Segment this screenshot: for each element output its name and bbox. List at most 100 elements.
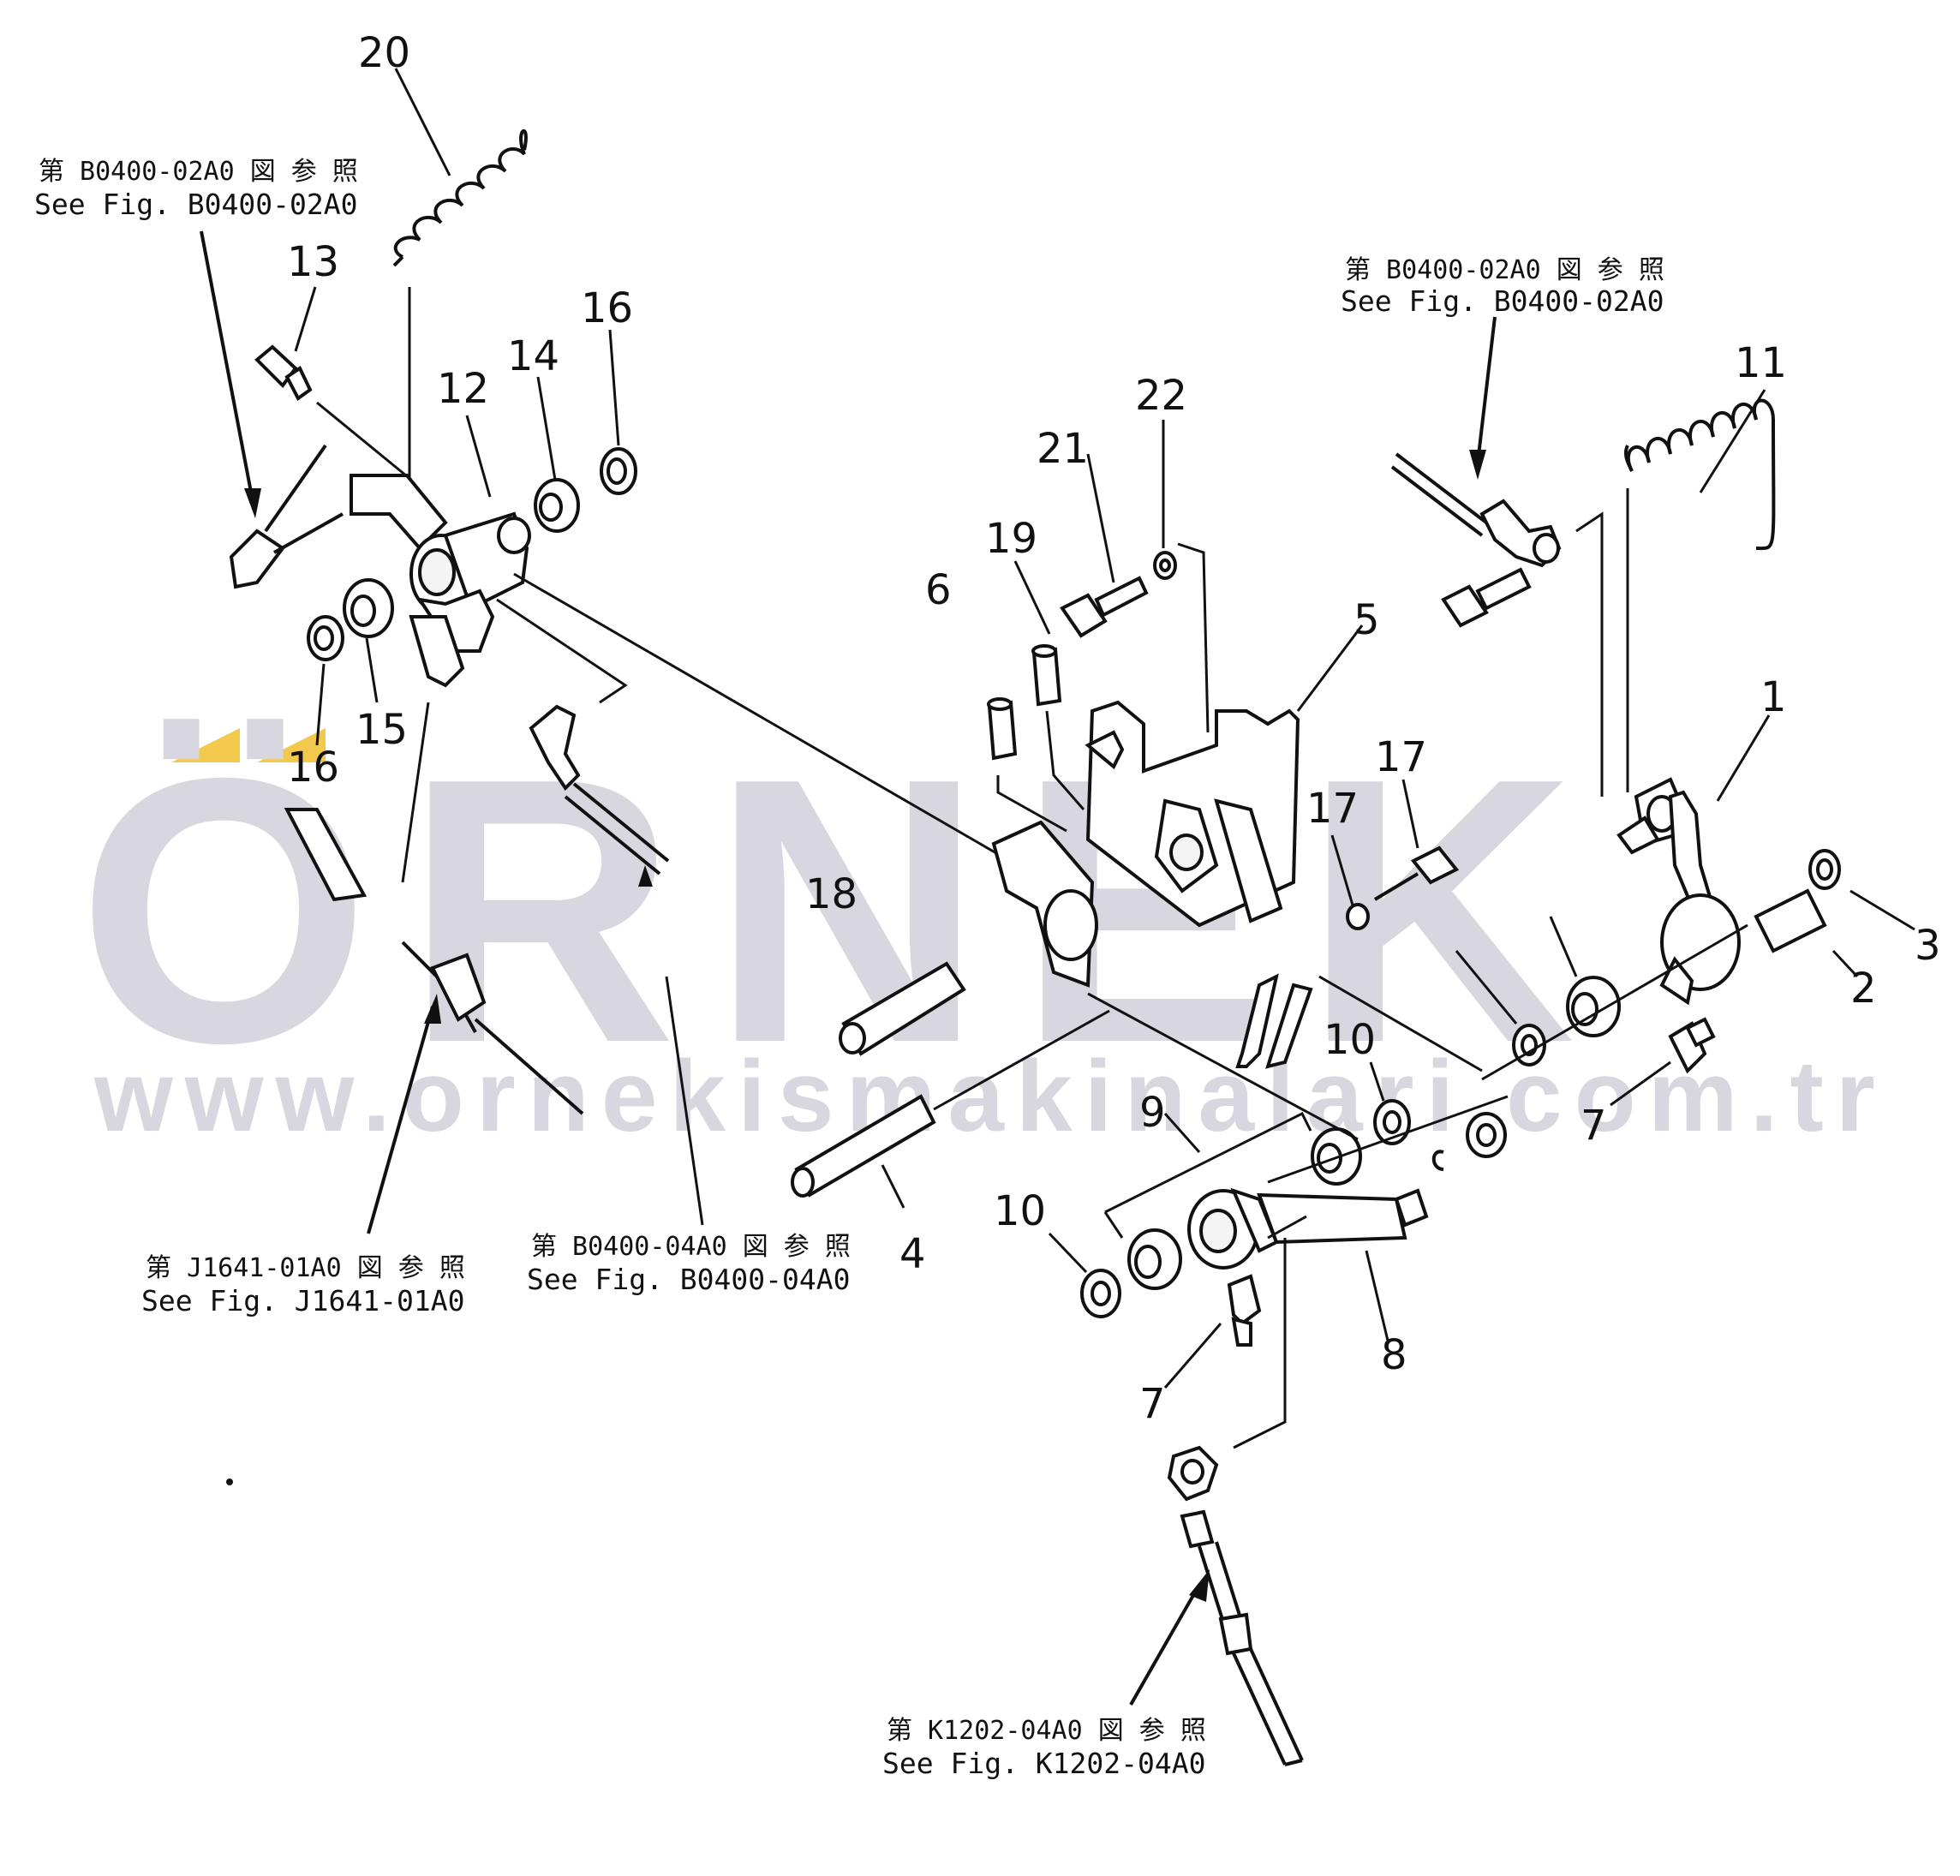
seal-3-center bbox=[1512, 1024, 1546, 1066]
callout-2-right: 2 bbox=[1850, 965, 1877, 1013]
callout-20: 20 bbox=[358, 29, 410, 77]
callout-14: 12 bbox=[437, 365, 489, 413]
seal-17-bottom bbox=[307, 615, 344, 661]
leader-4 bbox=[881, 1164, 905, 1209]
leader-7-right bbox=[1610, 1060, 1671, 1107]
leader-6 bbox=[996, 775, 1067, 833]
leader-7-bottom bbox=[1163, 1323, 1222, 1389]
link-line-14-a bbox=[316, 401, 412, 481]
leader-17-top bbox=[608, 329, 620, 446]
ref-right-en: See Fig. B0400-02A0 bbox=[1341, 284, 1664, 318]
arrow-ref-k1202 bbox=[1189, 1569, 1210, 1602]
callout-13: 17 bbox=[1306, 785, 1359, 833]
nut-13 bbox=[1346, 903, 1370, 930]
callout-11: 11 bbox=[1735, 339, 1787, 387]
leader-22-b bbox=[1177, 542, 1210, 733]
leader-3 bbox=[1849, 889, 1915, 931]
leader-1 bbox=[1716, 714, 1771, 802]
bushing-9-bottom bbox=[1127, 1228, 1182, 1290]
callout-9: 9 bbox=[1139, 1089, 1166, 1137]
leader-5 bbox=[1296, 624, 1364, 712]
bushing-2 bbox=[1566, 976, 1621, 1037]
ref-right-jp: 第 B0400-02A0 図 参 照 bbox=[1345, 255, 1664, 285]
watermark: ÖRNEK www.ornekismakinalari.com.tr bbox=[77, 701, 1887, 1153]
callout-6: 6 bbox=[925, 566, 952, 614]
leader-10-top bbox=[1369, 1061, 1385, 1102]
link-line-14-c bbox=[496, 598, 628, 704]
seal-10-bottom bbox=[1080, 1269, 1121, 1318]
watermark-url: www.ornekismakinalari.com.tr bbox=[93, 1040, 1887, 1153]
pin-18 bbox=[839, 961, 966, 1056]
leader-20 bbox=[394, 68, 451, 176]
pin-19 bbox=[1031, 644, 1062, 707]
rod-end-left bbox=[229, 444, 344, 589]
leader-16-top bbox=[536, 376, 557, 481]
seal-17-top bbox=[600, 447, 637, 495]
lever-1 bbox=[1616, 777, 1827, 1006]
lever-14 bbox=[350, 474, 531, 688]
arrow-ref-right bbox=[1469, 450, 1486, 480]
callout-10-top: 10 bbox=[1324, 1016, 1376, 1064]
leader-8 bbox=[1365, 1250, 1389, 1341]
rod-b0400-04a0 bbox=[529, 704, 670, 875]
grease-fitting-7-bottom bbox=[1227, 1274, 1262, 1347]
bolt-right bbox=[1441, 567, 1532, 628]
link-line-14-b bbox=[513, 572, 1003, 858]
shaft-4 bbox=[791, 1094, 936, 1198]
bracket-9-b bbox=[1103, 1211, 1124, 1239]
line-8-down bbox=[1233, 1238, 1287, 1449]
bracket-5 bbox=[991, 700, 1313, 1069]
leader-14 bbox=[465, 415, 492, 498]
callout-7-right: 7 bbox=[1581, 1102, 1607, 1150]
shaft-4-line bbox=[933, 1009, 1110, 1111]
grease-fitting-7-right bbox=[1668, 1017, 1716, 1074]
spring-20 bbox=[392, 129, 528, 267]
callout-19: 19 bbox=[985, 515, 1037, 563]
watermark-accent-1 bbox=[171, 728, 240, 762]
ref-k1202-en: See Fig. K1202-04A0 bbox=[882, 1747, 1206, 1780]
leader-19 bbox=[1013, 560, 1051, 635]
leader-11 bbox=[1699, 389, 1766, 493]
leader-ref-k1202 bbox=[1129, 1584, 1201, 1706]
callout-16-bottom: 15 bbox=[356, 706, 408, 754]
leader-lever-down bbox=[401, 702, 430, 883]
ref-left-jp: 第 B0400-02A0 図 参 照 bbox=[39, 157, 358, 187]
watermark-accent-2 bbox=[257, 728, 326, 762]
arrow-ref-left bbox=[244, 488, 261, 518]
bushing-16-bottom bbox=[343, 578, 394, 638]
callout-15: 13 bbox=[287, 238, 339, 286]
rod-j1641 bbox=[284, 808, 584, 1115]
callout-17-bottom: 16 bbox=[287, 744, 339, 792]
rod-k1202 bbox=[1167, 1445, 1304, 1766]
axis-line-b bbox=[1318, 975, 1483, 1072]
bolt-21 bbox=[1060, 576, 1149, 638]
bolt-12 bbox=[1373, 845, 1460, 901]
snap-ring bbox=[1431, 1150, 1444, 1171]
axis-line-a bbox=[1087, 992, 1359, 1141]
callout-numbers: 20 13 12 14 16 15 16 18 6 19 21 22 5 4 1… bbox=[287, 29, 1941, 1428]
figure-references: 第 B0400-02A0 図 参 照 See Fig. B0400-02A0 第… bbox=[34, 157, 1664, 1780]
line-right-spring bbox=[1575, 511, 1604, 797]
callout-10-bottom: 10 bbox=[994, 1187, 1046, 1235]
callout-8: 8 bbox=[1381, 1331, 1407, 1379]
leader-2-right bbox=[1832, 949, 1859, 978]
leader-ref-j1641 bbox=[367, 1006, 434, 1234]
leader-21 bbox=[1086, 453, 1115, 583]
lever-8 bbox=[1187, 1187, 1429, 1270]
ref-left-en: See Fig. B0400-02A0 bbox=[34, 188, 358, 221]
ref-j1641-en: See Fig. J1641-01A0 bbox=[141, 1284, 465, 1317]
arrow-ref-j1641 bbox=[424, 994, 441, 1024]
leader-9 bbox=[1163, 1113, 1201, 1153]
seal-10-top bbox=[1373, 1099, 1411, 1145]
leader-19-b bbox=[1045, 710, 1085, 810]
spring-11 bbox=[1623, 398, 1776, 551]
callout-5: 5 bbox=[1353, 596, 1380, 644]
callout-12: 17 bbox=[1375, 733, 1427, 781]
leader-2 bbox=[1549, 916, 1578, 977]
leader-13 bbox=[1330, 834, 1355, 909]
ref-b0400-04a0-en: See Fig. B0400-04A0 bbox=[527, 1263, 851, 1296]
washer-22 bbox=[1153, 551, 1177, 580]
callout-1: 1 bbox=[1760, 673, 1787, 721]
leader-ref-b0400-04a0 bbox=[665, 976, 704, 1226]
callout-3-right: 3 bbox=[1915, 922, 1941, 970]
